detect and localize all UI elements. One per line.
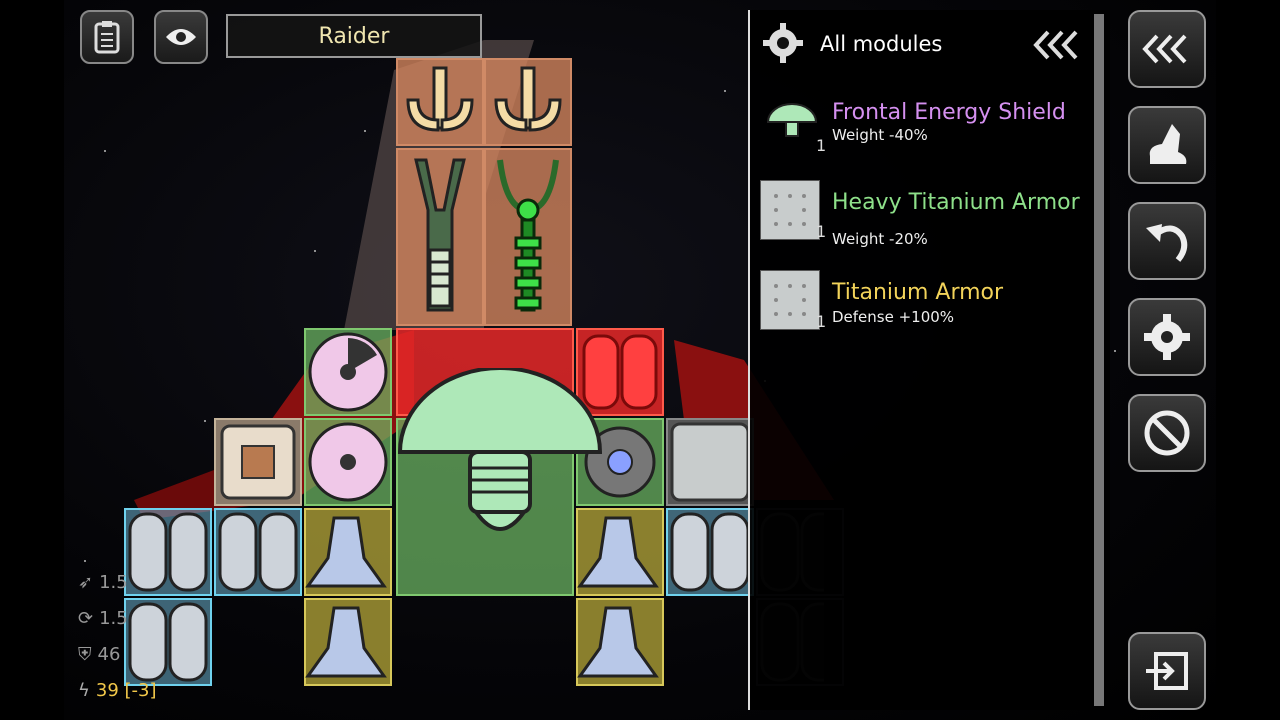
module-cell-grappler[interactable]: [396, 58, 484, 146]
module-cell-heavy-titanium-armor[interactable]: [666, 418, 754, 506]
heavy-armor-icon: [760, 180, 820, 240]
clear-button[interactable]: [1128, 394, 1206, 472]
module-cell-thruster[interactable]: [304, 598, 392, 686]
module-cell-titanium-armor[interactable]: [214, 418, 302, 506]
stat-speed: ➶1.5: [78, 572, 128, 593]
module-effect: Defense +100%: [832, 308, 955, 326]
stat-turn: ⟳1.5: [78, 608, 128, 629]
forbidden-icon: [1144, 410, 1190, 456]
module-effect: Weight -40%: [832, 126, 928, 144]
gear-icon: [1144, 314, 1190, 360]
module-cell-plasma-cannon[interactable]: [484, 148, 572, 326]
rocket-icon: ➶: [78, 572, 94, 593]
stat-defense: ⛨46: [78, 644, 121, 665]
boot-button[interactable]: [1128, 106, 1206, 184]
module-list-item[interactable]: 1 Titanium Armor Defense +100%: [750, 268, 1096, 338]
module-list-panel: All modules 1 Frontal Energy Shield Weig…: [748, 10, 1110, 710]
shield-icon: ⛨: [78, 644, 92, 665]
module-list-item[interactable]: 1 Heavy Titanium Armor Weight -20%: [750, 178, 1096, 254]
module-list-item[interactable]: 1 Frontal Energy Shield Weight -40%: [750, 94, 1096, 164]
module-name: Frontal Energy Shield: [832, 100, 1066, 125]
undo-icon: [1146, 224, 1188, 262]
panel-header[interactable]: All modules: [820, 32, 943, 56]
eye-icon: [166, 29, 196, 45]
rotate-icon: ⟳: [78, 608, 94, 629]
ship-name-field[interactable]: Raider: [226, 14, 482, 58]
collapse-chevrons-icon: [1033, 30, 1078, 60]
undo-button[interactable]: [1128, 202, 1206, 280]
module-cell-grappler[interactable]: [484, 58, 572, 146]
armor-icon: [760, 270, 820, 330]
gear-icon: [763, 23, 803, 63]
view-toggle-button[interactable]: [154, 10, 208, 64]
module-effect: Weight -20%: [832, 230, 928, 248]
module-cell-fuel-tank[interactable]: [576, 328, 664, 416]
boot-icon: [1149, 124, 1187, 164]
energy-shield-icon: [766, 103, 818, 137]
panel-scrollbar[interactable]: [1094, 14, 1104, 706]
clipboard-icon: [94, 21, 120, 54]
frontal-energy-shield-module[interactable]: [390, 368, 610, 548]
module-cell-battery[interactable]: [124, 508, 212, 596]
module-name: Titanium Armor: [832, 280, 1004, 305]
module-cell-battery[interactable]: [666, 508, 754, 596]
exit-icon: [1146, 652, 1188, 690]
module-cell-reactor[interactable]: [304, 418, 392, 506]
clipboard-button[interactable]: [80, 10, 134, 64]
module-cell-battery[interactable]: [214, 508, 302, 596]
module-cell-thruster[interactable]: [576, 598, 664, 686]
module-cell-reactor[interactable]: [304, 328, 392, 416]
module-cell-thruster[interactable]: [304, 508, 392, 596]
collapse-chevrons-icon: [1142, 34, 1187, 64]
module-name: Heavy Titanium Armor: [832, 190, 1080, 215]
module-cell-railgun[interactable]: [396, 148, 484, 326]
module-cell-battery[interactable]: [124, 598, 212, 686]
settings-button[interactable]: [1128, 298, 1206, 376]
lightning-icon: ϟ: [78, 680, 90, 701]
collapse-panel-button[interactable]: [1030, 28, 1086, 62]
exit-button[interactable]: [1128, 632, 1206, 710]
collapse-button[interactable]: [1128, 10, 1206, 88]
